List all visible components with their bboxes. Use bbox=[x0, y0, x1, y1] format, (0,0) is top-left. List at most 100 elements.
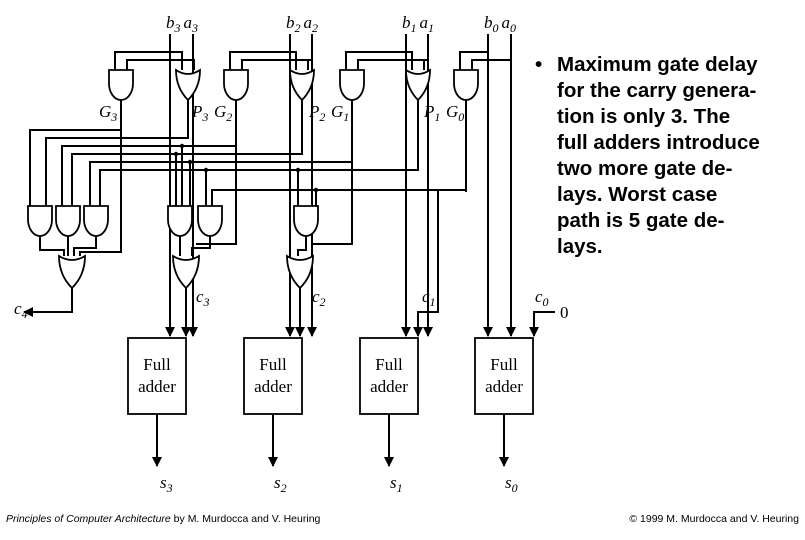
bullet-line: lays. bbox=[557, 235, 603, 258]
wire bbox=[39, 236, 65, 256]
s2-label: s2 bbox=[274, 473, 287, 495]
explanation-bullet-list: • Maximum gate delay for the carry gener… bbox=[533, 52, 803, 260]
c2-label: c2 bbox=[312, 287, 326, 309]
full-adder-box bbox=[474, 337, 534, 415]
full-adder-label-line2: adder bbox=[138, 377, 176, 396]
p3-label: P3 bbox=[191, 102, 208, 124]
logic-gates bbox=[27, 68, 479, 290]
bullet-line: full adders introduce bbox=[557, 131, 760, 154]
and-gate bbox=[83, 205, 109, 237]
or-gate bbox=[172, 254, 200, 290]
and-gate bbox=[339, 69, 365, 101]
wire bbox=[307, 59, 312, 70]
wire bbox=[189, 161, 352, 206]
or-gate bbox=[286, 254, 314, 290]
and-gate bbox=[55, 205, 81, 237]
wire bbox=[357, 59, 428, 70]
s3-label: s3 bbox=[160, 473, 173, 495]
full-adder-label-line2: adder bbox=[370, 377, 408, 396]
and-gate bbox=[108, 69, 134, 101]
wire bbox=[114, 51, 170, 70]
bullet-line: tion is only 3. The bbox=[557, 105, 731, 128]
full-adder-label-line1: Full bbox=[143, 355, 171, 374]
wire bbox=[61, 100, 237, 206]
wire bbox=[170, 51, 183, 70]
junction-dot bbox=[203, 167, 209, 173]
or-gate bbox=[405, 68, 431, 102]
wire bbox=[73, 236, 97, 256]
wire bbox=[29, 100, 122, 206]
junction-dot bbox=[187, 159, 193, 165]
bullet-line: two more gate de- bbox=[557, 157, 733, 180]
and-gate bbox=[197, 205, 223, 237]
junction-dot bbox=[295, 167, 301, 173]
footer-copyright: © 1999 M. Murdocca and V. Heuring bbox=[629, 513, 799, 525]
signal-arrow bbox=[413, 189, 466, 337]
c0-label: c0 bbox=[535, 287, 549, 309]
c3-label: c3 bbox=[196, 287, 210, 309]
p2-label: P2 bbox=[308, 102, 325, 124]
full-adder-label-line1: Full bbox=[375, 355, 403, 374]
wire bbox=[196, 146, 237, 245]
wire bbox=[290, 51, 297, 70]
full-adder-label-line2: adder bbox=[254, 377, 292, 396]
bullet-line: path is 5 gate de- bbox=[557, 209, 725, 232]
s0-label: s0 bbox=[505, 473, 518, 495]
wire bbox=[315, 189, 466, 206]
bullet-line: lays. Worst case bbox=[557, 183, 718, 206]
junction-dot bbox=[173, 151, 179, 157]
full-adder-label-line1: Full bbox=[259, 355, 287, 374]
full-adder-box bbox=[127, 337, 187, 415]
and-gate bbox=[293, 205, 319, 237]
full-adders: Full adder Full adder Full adder Full adder bbox=[127, 337, 534, 415]
p1-label: P1 bbox=[423, 102, 440, 124]
junction-dot bbox=[313, 187, 319, 193]
bullet-line: for the carry genera- bbox=[557, 79, 757, 102]
full-adder-label-line2: adder bbox=[485, 377, 523, 396]
and-gate bbox=[223, 69, 249, 101]
wire bbox=[423, 59, 428, 70]
wire bbox=[471, 59, 511, 70]
and-gate bbox=[453, 69, 479, 101]
book-title: Principles of Computer Architecture bbox=[6, 513, 171, 525]
wire bbox=[191, 236, 211, 256]
c4-label: c4 bbox=[14, 299, 28, 321]
wire bbox=[345, 51, 406, 70]
s1-label: s1 bbox=[390, 473, 403, 495]
wire bbox=[406, 51, 413, 70]
c1-label: c1 bbox=[422, 287, 436, 309]
full-adder-box bbox=[243, 337, 303, 415]
c0-value: 0 bbox=[560, 303, 569, 322]
full-adder-box bbox=[359, 337, 419, 415]
g3-label: G3 bbox=[99, 102, 117, 124]
or-gate bbox=[289, 68, 315, 102]
signal-arrow bbox=[23, 288, 73, 317]
wire bbox=[297, 236, 307, 256]
or-gate bbox=[58, 254, 86, 290]
wiring bbox=[23, 34, 555, 467]
wire bbox=[459, 51, 488, 70]
footer-citation: Principles of Computer Architecture by M… bbox=[6, 513, 320, 525]
full-adder-label-line1: Full bbox=[490, 355, 518, 374]
book-authors: by M. Murdocca and V. Heuring bbox=[170, 513, 321, 525]
g0-label: G0 bbox=[446, 102, 464, 124]
bullet-symbol: • bbox=[535, 53, 543, 76]
wire bbox=[126, 59, 193, 70]
and-gate bbox=[27, 205, 53, 237]
signal-arrow bbox=[529, 311, 555, 337]
wire bbox=[311, 162, 353, 256]
or-gate bbox=[175, 68, 201, 102]
g2-label: G2 bbox=[214, 102, 232, 124]
bullet-line: Maximum gate delay bbox=[557, 53, 758, 76]
bullet-item: • Maximum gate delay for the carry gener… bbox=[533, 52, 803, 260]
wire bbox=[241, 59, 312, 70]
wire bbox=[79, 130, 122, 256]
junction-dot bbox=[179, 143, 185, 149]
g1-label: G1 bbox=[331, 102, 349, 124]
